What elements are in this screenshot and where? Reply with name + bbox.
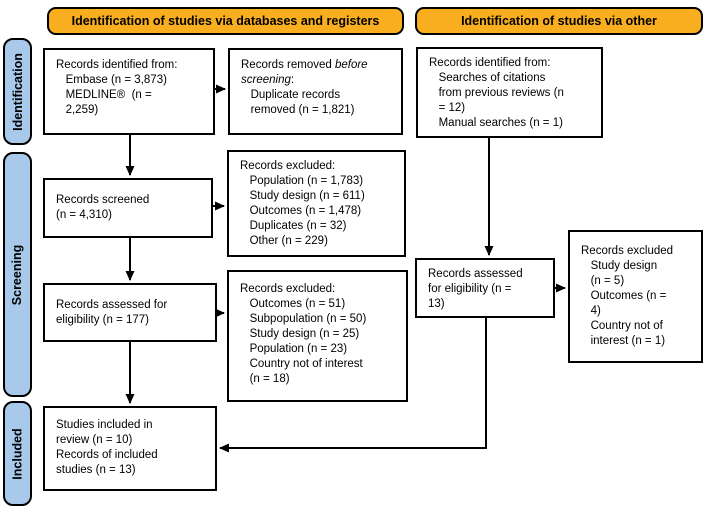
box-records-identified-databases: Records identified from: Embase (n = 3,8…: [43, 48, 215, 135]
box-records-assessed-eligibility: Records assessed for eligibility (n = 177…: [43, 283, 217, 342]
stage-bar-included: Included: [3, 401, 32, 506]
box-text-line: Population (n = 1,783): [240, 175, 364, 187]
box-text-line: Outcomes (n = 51): [240, 298, 346, 310]
header-databases-registers-label: Identification of studies via databases …: [71, 14, 380, 28]
box-text-line: eligibility (n = 177): [56, 313, 150, 326]
box-text-line: Records excluded: [581, 245, 674, 257]
box-text-line: (n = 4,310): [56, 209, 112, 221]
stage-label-identification: Identification: [10, 52, 25, 131]
box-text-line: removed (n = 1,821): [241, 104, 355, 116]
box-text-line: Duplicates (n = 32): [240, 220, 347, 232]
box-text-line: Searches of citations: [429, 72, 546, 84]
box-text-line: Records removed before: [241, 59, 368, 71]
box-text-line: 13): [428, 298, 445, 310]
box-text-line: Embase (n = 3,873): [56, 74, 167, 86]
box-text-line: Country not of: [581, 320, 663, 332]
box-records-assessed-other: Records assessed for eligibility (n = 13): [415, 258, 555, 318]
box-text-line: Study design: [581, 260, 658, 272]
box-text-line: MEDLINE® (n =: [56, 89, 152, 101]
box-records-excluded-other: Records excluded Study design (n = 5) Ou…: [568, 230, 703, 363]
box-text-line: Other (n = 229): [240, 235, 328, 247]
box-text-line: Records screened: [56, 194, 150, 206]
box-text-line: Records assessed for: [56, 298, 168, 311]
box-text-line: Subpopulation (n = 50): [240, 313, 367, 325]
box-text-line: for eligibility (n =: [428, 283, 512, 295]
box-text-line: Population (n = 23): [240, 343, 348, 355]
box-records-identified-other: Records identified from: Searches of cit…: [416, 47, 603, 138]
stage-bar-identification: Identification: [3, 38, 32, 145]
header-databases-registers: Identification of studies via databases …: [47, 7, 404, 35]
box-text-line: Records excluded:: [240, 283, 336, 295]
box-text-line: Manual searches (n = 1): [429, 117, 563, 129]
box-text-line: Studies included in: [56, 419, 153, 431]
header-other-methods: Identification of studies via other: [415, 7, 703, 35]
box-records-removed-before-screening: Records removed before screening: Duplica…: [228, 48, 403, 135]
box-text-line: from previous reviews (n: [429, 87, 564, 99]
box-text-line: Study design (n = 25): [240, 328, 360, 340]
box-text-line: (n = 5): [581, 275, 625, 287]
box-text-line: 2,259): [56, 104, 99, 116]
box-records-excluded-eligibility: Records excluded: Outcomes (n = 51) Subp…: [227, 270, 408, 402]
box-text-line: Records assessed: [428, 268, 523, 280]
header-other-methods-label: Identification of studies via other: [461, 14, 657, 28]
stage-label-included: Included: [10, 427, 25, 480]
box-records-excluded-screening: Records excluded: Population (n = 1,783)…: [227, 150, 406, 257]
stage-bar-screening: Screening: [3, 152, 32, 397]
box-text-line: Duplicate records: [241, 89, 341, 101]
box-text-line: Records excluded:: [240, 160, 336, 172]
box-text-line: (n = 18): [240, 373, 290, 385]
box-text-line: Records identified from:: [56, 59, 178, 71]
box-text-line: = 12): [429, 102, 466, 114]
box-text-line: review (n = 10): [56, 434, 133, 446]
box-text-line: screening:: [241, 74, 295, 86]
box-text-line: Records identified from:: [429, 57, 551, 69]
box-text-line: Outcomes (n = 1,478): [240, 205, 362, 217]
box-text-line: 4): [581, 305, 601, 317]
box-text-line: Outcomes (n =: [581, 290, 667, 302]
box-studies-included: Studies included in review (n = 10) Record…: [43, 406, 217, 491]
box-text-line: interest (n = 1): [581, 335, 666, 347]
stage-label-screening: Screening: [10, 244, 25, 305]
box-text-line: Records of included: [56, 449, 158, 461]
box-records-screened: Records screened (n = 4,310): [43, 178, 213, 238]
box-text-line: Country not of interest: [240, 358, 363, 370]
box-text-line: Study design (n = 611): [240, 190, 365, 202]
box-text-line: studies (n = 13): [56, 464, 136, 476]
